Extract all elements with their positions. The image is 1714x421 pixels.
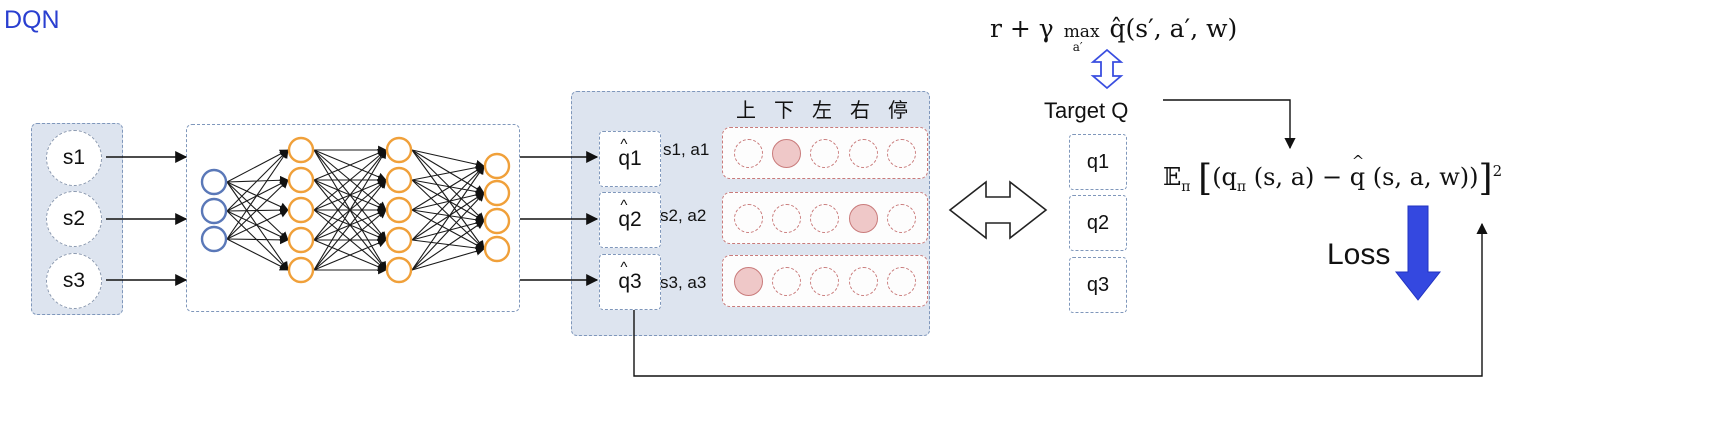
target-vertical-arrow [1090, 48, 1124, 90]
formula-lead: r + γ [990, 14, 1054, 43]
action-down: 下 [774, 98, 794, 122]
action-slot [848, 266, 878, 296]
q-pred-box-3: q3 [599, 254, 661, 310]
loss-expectation: 𝔼 [1163, 163, 1182, 191]
selected-action-slot [772, 138, 802, 168]
page-title: DQN [4, 6, 60, 34]
action-left: 左 [812, 98, 832, 122]
state-label: s3 [62, 269, 86, 292]
target-value: q1 [1086, 150, 1110, 173]
action-slot [810, 266, 840, 296]
formula-rest: q̂(s′, a′, w) [1109, 14, 1238, 43]
loss-tail: (s, a, w)) [1365, 163, 1479, 191]
q-pred-label: q3 [618, 259, 641, 294]
loss-mid: (s, a) − [1246, 163, 1350, 191]
state-node-s2: s2 [46, 191, 102, 247]
target-box-1: q1 [1069, 134, 1127, 190]
state-label: s1 [62, 146, 86, 169]
q-pred-box-2: q2 [599, 192, 661, 248]
action-slot [887, 138, 917, 168]
state-label: s2 [62, 207, 86, 230]
loss-qhat: q [1350, 152, 1365, 191]
action-slot [810, 203, 840, 233]
loss-pi: π [1181, 178, 1191, 195]
q-pred-label: q2 [618, 197, 641, 232]
action-slot [772, 203, 802, 233]
target-box-3: q3 [1069, 257, 1127, 313]
target-value: q3 [1086, 273, 1110, 296]
formula-max: max [1063, 22, 1100, 42]
loss-label: Loss [1327, 238, 1391, 271]
state-action-label-2: s2, a2 [660, 206, 707, 225]
target-box-2: q2 [1069, 195, 1127, 251]
loss-down-arrow [1394, 205, 1442, 301]
action-up: 上 [736, 98, 756, 122]
loss-q-pi: π [1236, 178, 1247, 195]
action-row-3 [722, 255, 928, 307]
state-action-label-3: s3, a3 [660, 273, 707, 292]
q-pred-label: q1 [618, 136, 641, 171]
target-value: q2 [1086, 211, 1110, 234]
loss-body: (q [1212, 163, 1237, 191]
neural-network-box [186, 124, 520, 312]
action-header: 上 下 左 右 停 [736, 94, 908, 123]
action-row-1 [722, 127, 928, 179]
action-slot [848, 138, 878, 168]
formula-max-sub: a′ [1072, 40, 1083, 54]
action-stop: 停 [888, 98, 908, 122]
target-to-loss-arrow [1163, 99, 1296, 150]
state-node-s3: s3 [46, 253, 102, 309]
action-slot [733, 138, 763, 168]
action-slot [887, 203, 917, 233]
loss-formula: 𝔼π [(qπ (s, a) − q (s, a, w))]2 [1163, 152, 1502, 199]
action-slot [733, 203, 763, 233]
action-slot [887, 266, 917, 296]
action-row-2 [722, 192, 928, 244]
target-q-label: Target Q [1044, 98, 1129, 123]
selected-action-slot [848, 203, 878, 233]
state-node-s1: s1 [46, 130, 102, 186]
target-formula: r + γ max a′ q̂(s′, a′, w) [990, 14, 1238, 54]
compare-double-arrow [948, 180, 1048, 240]
action-slot [810, 138, 840, 168]
action-slot [772, 266, 802, 296]
selected-action-slot [733, 266, 763, 296]
state-action-label-1: s1, a1 [663, 140, 710, 159]
q-pred-box-1: q1 [599, 131, 661, 187]
action-right: 右 [850, 98, 870, 122]
